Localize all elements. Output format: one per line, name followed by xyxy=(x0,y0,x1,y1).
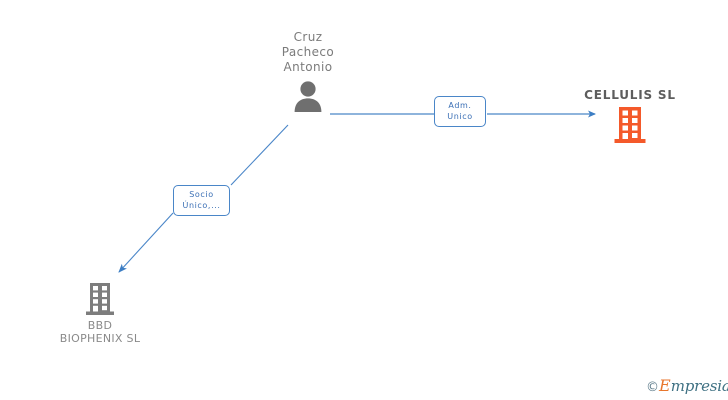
node-person-cruz-pacheco-antonio[interactable]: Cruz Pacheco Antonio xyxy=(248,30,368,113)
company-title-bbd: BBD BIOPHENIX SL xyxy=(59,319,141,345)
edge-socio-label-to-bbd xyxy=(118,212,174,273)
watermark-empresia: ©Empresia xyxy=(646,378,728,396)
person-icon xyxy=(294,81,322,112)
building-icon xyxy=(86,283,114,315)
edge-label-socio-unico[interactable]: Socio Único,... xyxy=(173,185,230,216)
node-company-bbd-biophenix-sl[interactable]: BBD BIOPHENIX SL xyxy=(42,278,158,345)
person-name-label: Cruz Pacheco Antonio xyxy=(281,30,335,74)
copyright-icon: © xyxy=(646,380,659,395)
edge-label-adm-unico[interactable]: Adm. Unico xyxy=(434,96,486,127)
brand-name: mpresia xyxy=(670,377,728,395)
company-title-cellulis: CELLULIS SL xyxy=(584,88,676,102)
edge-person-to-socio-label xyxy=(230,124,289,186)
building-icon xyxy=(614,107,646,143)
brand-initial: E xyxy=(659,376,671,395)
node-company-cellulis-sl[interactable]: CELLULIS SL xyxy=(570,88,690,144)
